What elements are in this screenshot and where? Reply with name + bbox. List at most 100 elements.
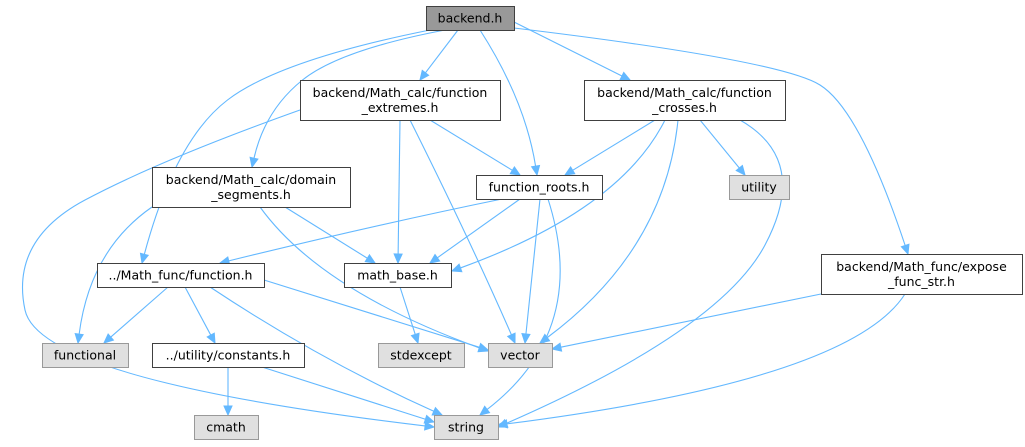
edge-math_func_function-to-functional <box>103 286 169 344</box>
edge-backend_h-to-function_roots <box>479 29 541 177</box>
edge-arrowhead <box>619 71 632 81</box>
node-cmath: cmath <box>194 415 259 440</box>
edge-domain_segments-to-math_base <box>284 206 377 264</box>
edge-function_roots-to-math_base <box>428 198 521 264</box>
node-math-base[interactable]: math_base.h <box>344 263 452 288</box>
edge-line <box>486 198 561 410</box>
edge-arrowhead <box>74 332 84 345</box>
edge-function_crosses-to-math_base <box>450 119 666 273</box>
edge-arrowhead <box>428 253 441 264</box>
node-label-line: _crosses.h <box>651 100 717 115</box>
edge-line <box>513 21 623 77</box>
edge-arrowhead <box>509 165 522 176</box>
edge-line <box>184 286 212 336</box>
edge-function_extremes-to-string <box>21 109 436 431</box>
edge-arrowhead <box>364 253 377 264</box>
edge-expose_func_str-to-vector <box>550 293 822 352</box>
node-constants[interactable]: ../utility/constants.h <box>152 343 305 368</box>
edge-line <box>228 198 503 262</box>
node-box <box>42 343 129 368</box>
node-box <box>584 80 786 121</box>
node-label-line: string <box>448 420 484 435</box>
node-vector: vector <box>488 343 553 368</box>
edge-arrowhead <box>393 253 403 265</box>
edge-function_crosses-to-vector <box>539 119 679 344</box>
node-function-extremes[interactable]: backend/Math_calc/function_extremes.h <box>300 80 501 121</box>
edge-line <box>263 279 480 348</box>
node-box <box>300 80 501 121</box>
edge-function_crosses-to-utility <box>699 119 746 176</box>
edge-line <box>284 206 368 259</box>
node-function-roots[interactable]: function_roots.h <box>476 175 603 200</box>
edge-function_roots-to-vector <box>521 198 541 345</box>
node-label-line: ../utility/constants.h <box>166 348 291 363</box>
edge-expose_func_str-to-string <box>496 293 906 429</box>
edge-function_crosses-to-function_roots <box>563 119 656 176</box>
node-label-line: backend/Math_calc/domain <box>166 172 336 187</box>
edge-arrowhead <box>249 156 259 169</box>
edge-arrowhead <box>206 332 216 345</box>
edge-math_func_function-to-vector <box>263 279 490 352</box>
edge-constants-to-string <box>261 366 436 424</box>
edge-line <box>546 119 679 339</box>
node-box <box>97 263 265 288</box>
edge-backend_h-to-function_extremes <box>419 29 459 81</box>
edge-arrowhead <box>900 243 910 256</box>
edge-line <box>479 29 537 167</box>
edge-arrowhead <box>530 164 541 177</box>
edge-arrowhead <box>139 252 150 265</box>
edge-line <box>560 293 822 348</box>
edge-arrowhead <box>563 165 576 176</box>
edge-line <box>460 119 666 269</box>
node-label-line: functional <box>54 348 116 363</box>
node-label-line: ../Math_func/function.h <box>109 268 253 283</box>
node-box <box>344 263 452 288</box>
edge-line <box>572 119 656 171</box>
node-label-line: _segments.h <box>210 187 291 202</box>
edge-line <box>513 27 906 246</box>
node-box <box>378 343 465 368</box>
edge-line <box>399 286 416 335</box>
node-label-line: math_base.h <box>357 268 438 283</box>
edge-arrowhead <box>521 333 531 345</box>
node-label-line: backend/Math_func/expose <box>836 259 1007 274</box>
edge-line <box>506 293 906 425</box>
node-domain-segments[interactable]: backend/Math_calc/domain_segments.h <box>152 167 351 208</box>
edge-line <box>78 206 153 335</box>
node-box <box>152 343 305 368</box>
edge-line <box>429 119 513 171</box>
node-label-line: cmath <box>206 420 246 435</box>
node-utility: utility <box>729 175 790 200</box>
edge-line <box>110 286 169 338</box>
node-box <box>488 343 553 368</box>
edge-arrowhead <box>477 342 490 352</box>
edge-line <box>425 29 459 74</box>
edge-math_func_function-to-string <box>209 286 444 416</box>
edge-function_extremes-to-vector <box>409 119 516 345</box>
node-box <box>194 415 259 440</box>
node-string: string <box>434 415 499 440</box>
edge-arrowhead <box>103 333 115 344</box>
edge-function_roots-to-string <box>479 198 561 416</box>
edge-line <box>409 119 512 335</box>
node-box <box>152 167 351 208</box>
edge-arrowhead <box>735 164 746 176</box>
nodes-layer: backend.hbackend/Math_calc/function_extr… <box>42 6 1023 440</box>
edge-math_base-to-stdexcept <box>399 286 420 345</box>
node-label-line: _extremes.h <box>361 100 439 115</box>
edge-arrowhead <box>424 421 436 431</box>
node-function-crosses[interactable]: backend/Math_calc/function_crosses.h <box>584 80 786 121</box>
node-label-line: backend/Math_calc/function <box>313 85 488 100</box>
edge-arrowhead <box>419 69 430 81</box>
edge-line <box>261 366 426 420</box>
node-label-line: backend/Math_calc/function <box>597 85 772 100</box>
node-expose-func-str[interactable]: backend/Math_func/expose_func_str.h <box>821 254 1023 295</box>
node-math-func-function[interactable]: ../Math_func/function.h <box>97 263 265 288</box>
edge-function_extremes-to-math_base <box>393 119 403 265</box>
edge-arrowhead <box>550 342 563 352</box>
node-label-line: vector <box>500 348 541 363</box>
node-label-line: utility <box>741 180 777 195</box>
edge-backend_h-to-expose_func_str <box>513 27 910 256</box>
node-box <box>434 415 499 440</box>
